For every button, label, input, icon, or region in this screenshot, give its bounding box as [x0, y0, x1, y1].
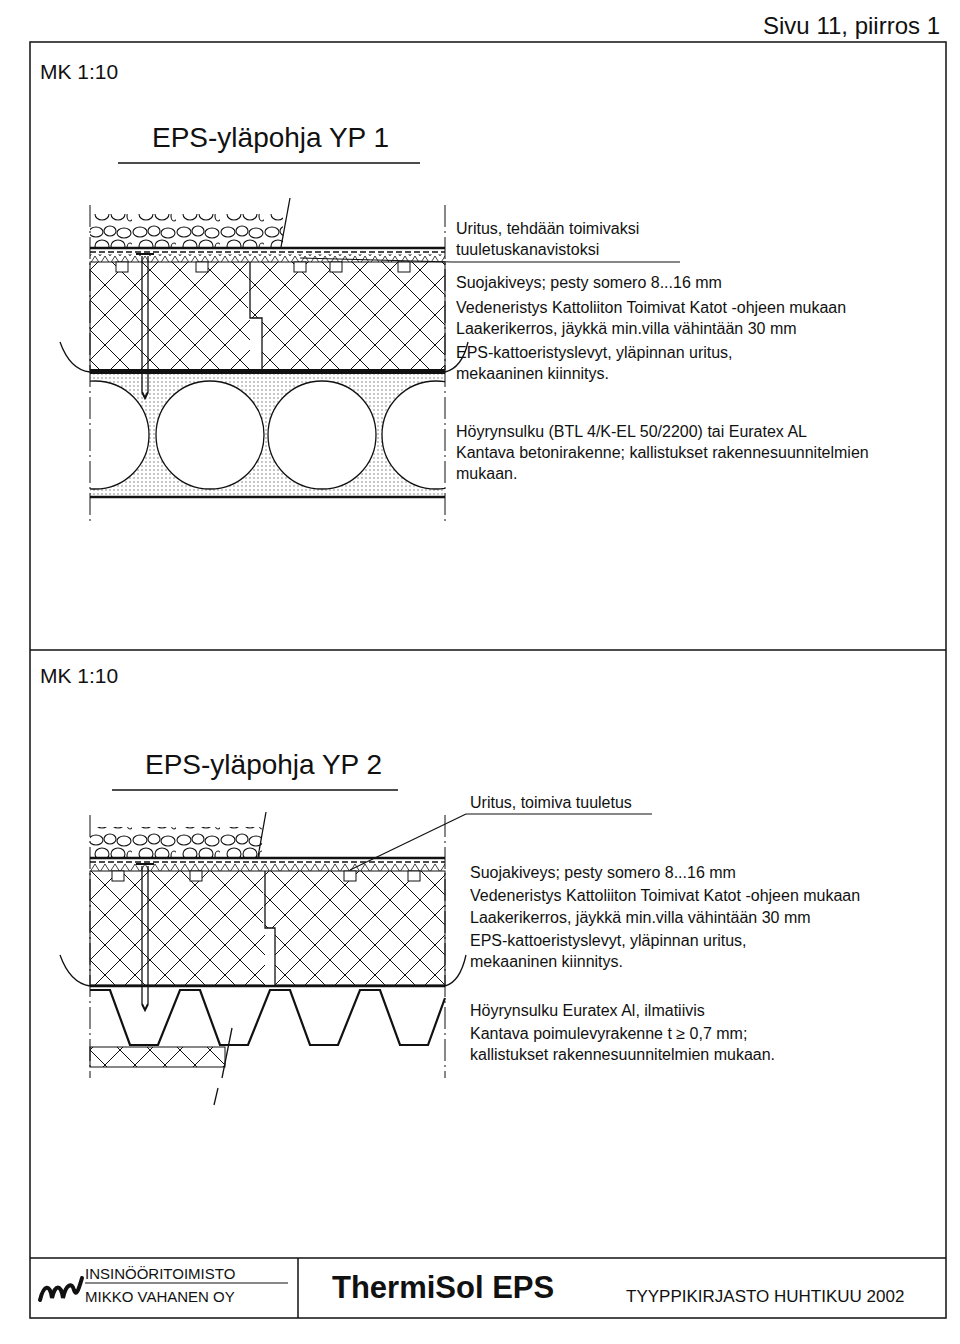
- leader-line: [300, 258, 452, 262]
- centre-lines: [90, 205, 445, 522]
- annotation-label: EPS-kattoeristyslevyt, yläpinnan uritus,…: [470, 930, 790, 972]
- break-line: [222, 1028, 232, 1078]
- eps-insulation: [90, 262, 445, 370]
- annotation-label: Höyrynsulku (BTL 4/K-EL 50/2200) tai Eur…: [456, 421, 807, 442]
- step-joint: [265, 871, 275, 985]
- frame-border: [30, 42, 946, 1318]
- fastener: [136, 254, 154, 398]
- logo-underline: [85, 1282, 288, 1283]
- waterproofing: [90, 857, 445, 860]
- panel-divider: [30, 649, 946, 651]
- screw-line: [147, 256, 148, 392]
- groove: [112, 871, 124, 881]
- break-line: [281, 198, 290, 247]
- break-line: [258, 812, 266, 857]
- waterproofing: [90, 247, 445, 250]
- title-block-text: MIKKO VAHANEN OY: [85, 1287, 235, 1307]
- step-joint: [263, 871, 275, 985]
- leader-line: [350, 814, 466, 870]
- title-underline: [118, 162, 420, 164]
- break-line: [214, 1088, 218, 1105]
- footer-divider: [297, 1258, 299, 1318]
- logo-mark: [40, 1278, 82, 1300]
- screw-head: [136, 254, 154, 398]
- dash-dot-line: [90, 815, 91, 1078]
- groove: [294, 262, 306, 272]
- core-hole: [156, 381, 264, 489]
- annotation-label: Laakerikerros, jäykkä min.villa vähintää…: [456, 318, 797, 339]
- break-line: [60, 955, 90, 986]
- sheet-frame: [30, 42, 946, 1318]
- title-underline: [112, 789, 398, 791]
- groove-symbols: [116, 262, 410, 272]
- annotation-label: Vedeneristys Kattoliiton Toimivat Katot …: [456, 297, 846, 318]
- break-line: [60, 342, 90, 372]
- vapour-barrier: [90, 369, 445, 374]
- core-hole: [382, 381, 445, 489]
- core-hole: [90, 381, 149, 489]
- groove: [330, 262, 342, 272]
- leader-underline: [466, 813, 652, 814]
- groove: [190, 871, 202, 881]
- title-block-text: ThermiSol EPS: [332, 1268, 554, 1308]
- groove: [398, 262, 410, 272]
- vapour-barrier: [90, 985, 445, 988]
- annotation-label: Vedeneristys Kattoliiton Toimivat Katot …: [470, 885, 860, 906]
- detail-title: EPS-yläpohja YP 2: [145, 747, 382, 783]
- leader-underline: [452, 261, 680, 262]
- break-lines: [60, 198, 468, 372]
- gravel-layer: [90, 214, 283, 247]
- gravel-layer: [90, 827, 262, 857]
- annotation-label: MK 1:10: [40, 662, 118, 689]
- groove: [116, 262, 128, 272]
- waterproofing: [90, 861, 445, 863]
- title-block-text: TYYPPIKIRJASTO HUHTIKUU 2002: [626, 1286, 904, 1308]
- annotation-label: MK 1:10: [40, 58, 118, 85]
- waterproofing: [90, 251, 445, 253]
- annotation-label: Suojakiveys; pesty somero 8...16 mm: [470, 862, 736, 883]
- core-hole: [268, 381, 376, 489]
- annotation-label: Laakerikerros, jäykkä min.villa vähintää…: [470, 907, 811, 928]
- detail-title: EPS-yläpohja YP 1: [152, 120, 389, 156]
- break-lines: [60, 812, 466, 1105]
- dash-dot-line: [90, 205, 91, 522]
- screw-line: [147, 866, 148, 1004]
- title-block-text: INSINÖÖRITOIMISTO: [85, 1264, 235, 1284]
- annotation-label: Höyrynsulku Euratex Al, ilmatiivis: [470, 1000, 705, 1021]
- annotation-label: Uritus, tehdään toimivaksi tuuletuskanav…: [456, 218, 696, 260]
- leader: [350, 814, 652, 870]
- fastener: [136, 864, 154, 1010]
- step-joint: [250, 262, 262, 370]
- groove: [344, 871, 356, 881]
- groove: [408, 871, 420, 881]
- deck-section-cut: [90, 1047, 225, 1067]
- profiled-steel-deck: [90, 990, 445, 1045]
- annotation-label: EPS-kattoeristyslevyt, yläpinnan uritus,…: [456, 342, 776, 384]
- annotation-label: Kantava betonirakenne; kallistukset rake…: [456, 442, 926, 484]
- screw-line: [141, 256, 142, 392]
- dash-dot-line: [445, 815, 446, 1078]
- dash-dot-line: [445, 205, 446, 522]
- centre-lines: [90, 815, 445, 1078]
- mineral-wool-layer: [90, 864, 445, 871]
- annotation-label: Sivu 11, piirros 1: [640, 10, 940, 41]
- footer-divider: [30, 1257, 946, 1259]
- leader: [300, 258, 680, 262]
- screw-line: [141, 866, 142, 1004]
- annotation-label: Uritus, toimiva tuuletus: [470, 792, 632, 813]
- step-joint: [248, 262, 262, 370]
- annotation-label: Kantava poimulevyrakenne t ≥ 0,7 mm; kal…: [470, 1023, 810, 1065]
- break-line: [445, 955, 466, 986]
- eps-insulation: [90, 871, 445, 985]
- annotation-label: Suojakiveys; pesty somero 8...16 mm: [456, 272, 722, 293]
- slab-bottom: [90, 496, 445, 499]
- groove-symbols: [112, 871, 420, 881]
- groove: [196, 262, 208, 272]
- screw-head: [136, 864, 154, 1010]
